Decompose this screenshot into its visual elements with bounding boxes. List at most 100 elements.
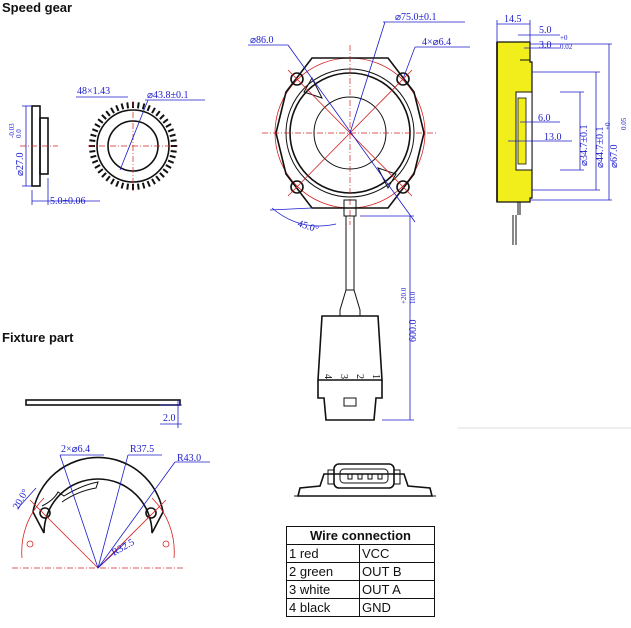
gear-tooth — [120, 103, 125, 110]
connector-pin-3: 3 — [338, 374, 349, 379]
gear-tooth — [97, 118, 104, 124]
gear-tooth — [126, 102, 130, 109]
side-step-tol-lower: 0.02 — [560, 43, 573, 51]
fixture-thickness-dim: 2.0 — [163, 413, 176, 424]
gear-side-view — [20, 105, 100, 205]
wire-signal-cell: VCC — [359, 544, 435, 563]
gear-tooth — [97, 168, 104, 174]
gear-tooth — [110, 107, 115, 114]
gear-tooth — [101, 114, 107, 120]
fixture-angle-dim: 20.0° — [11, 487, 31, 511]
side-d3-dim: ⌀67.0 — [609, 144, 620, 168]
section-title-speed-gear: Speed gear — [2, 0, 73, 15]
gear-tooth — [136, 183, 140, 190]
cable-tol-lower: 10.0 — [409, 291, 417, 304]
wire-table-title: Wire connection — [286, 526, 435, 545]
connector-end-view — [294, 463, 436, 497]
fixture-r-mid-dim: R37.5 — [130, 444, 154, 455]
gear-tooth — [89, 149, 96, 153]
side-total-dim: 14.5 — [504, 14, 522, 25]
fixture-arc-plate — [12, 454, 210, 569]
wire-color-cell: 4 black — [286, 598, 360, 617]
gear-tooth — [94, 164, 101, 169]
gear-tooth — [146, 180, 151, 188]
mount-hole-tr — [396, 72, 410, 86]
gear-teeth-dim: 48×1.43 — [77, 86, 110, 97]
table-row: 4 black GND — [286, 598, 435, 617]
gear-tooth — [165, 164, 172, 169]
gear-tooth — [120, 182, 125, 189]
gear-tooth — [89, 139, 96, 143]
fixture-r-outer-dim: R43.0 — [177, 453, 201, 464]
gear-tooth — [162, 118, 169, 124]
gear-tooth — [115, 104, 120, 112]
gear-width-dim: 5.0±0.06 — [50, 196, 86, 207]
side-flange-dim: 5.0 — [539, 25, 552, 36]
side-d2-dim: ⌀44.7±0.1 — [595, 126, 606, 168]
wire-signal-cell: GND — [359, 598, 435, 617]
gear-tooth — [170, 139, 177, 143]
gear-tooth — [126, 183, 130, 190]
wire-color-cell: 3 white — [286, 580, 360, 599]
gear-tooth — [90, 154, 97, 159]
gear-tooth — [90, 133, 97, 138]
sensor-bolt-circle-dim: ⌀75.0±0.1 — [395, 12, 437, 23]
gear-tooth — [101, 172, 107, 178]
gear-tooth — [165, 123, 172, 128]
wire-signal-cell: OUT A — [359, 580, 435, 599]
sensor-holes-dim: 4×⌀6.4 — [422, 37, 451, 48]
mount-hole-bl — [290, 180, 304, 194]
gear-outer-tol-upper: -0.03 — [8, 123, 16, 138]
side-d3-tol-upper: +0 — [604, 122, 612, 130]
side-body-depth-dim: 13.0 — [544, 132, 562, 143]
gear-front-view — [76, 96, 205, 191]
gear-tooth — [146, 104, 151, 112]
side-step-tol-upper: +0 — [560, 34, 568, 42]
gear-tooth — [159, 172, 165, 178]
connector-pin-4: 4 — [322, 374, 333, 379]
gear-bore-dim: ⌀43.8±0.1 — [147, 90, 189, 101]
gear-tooth — [170, 149, 177, 153]
gear-tooth — [167, 128, 175, 133]
fixture-r-inner-dim: R32.5 — [110, 537, 136, 559]
fixture-holes-dim: 2×⌀6.4 — [61, 444, 90, 455]
gear-tooth — [169, 154, 176, 159]
cable-length-dim: 600.0 — [408, 320, 419, 343]
fixture-strip — [25, 399, 182, 428]
fixture-hole-right — [145, 507, 157, 519]
mount-hole-br — [396, 180, 410, 194]
gear-tooth — [91, 159, 99, 164]
gear-tooth — [169, 133, 176, 138]
gear-outer-dia-dim: ⌀27.0 — [15, 152, 26, 176]
gear-tooth — [105, 110, 111, 117]
sensor-angle-dim: 45.0° — [296, 218, 320, 235]
sensor-outer-dim: ⌀86.0 — [250, 35, 274, 46]
gear-tooth — [155, 110, 161, 117]
gear-outer-tol-lower: 0.0 — [15, 129, 23, 138]
side-inner-depth-dim: 6.0 — [538, 113, 551, 124]
connector-housing — [317, 315, 383, 381]
wire-color-cell: 1 red — [286, 544, 360, 563]
gear-tooth — [167, 159, 175, 164]
section-title-fixture-part: Fixture part — [2, 330, 74, 345]
gear-tooth — [159, 114, 165, 120]
sensor-side-view — [496, 20, 612, 245]
table-row: 2 green OUT B — [286, 562, 435, 581]
gear-tooth — [136, 102, 140, 109]
mount-hole-tl — [290, 72, 304, 86]
gear-tooth — [151, 107, 156, 114]
table-row: 1 red VCC — [286, 544, 435, 563]
fixture-hole-left — [39, 507, 51, 519]
sensor-front-view — [248, 21, 470, 421]
connector-pin-2: 2 — [354, 374, 365, 379]
connector-pin-1: 1 — [370, 374, 381, 379]
wire-signal-cell: OUT B — [359, 562, 435, 581]
gear-tooth — [91, 128, 99, 133]
gear-tooth — [115, 180, 120, 188]
gear-tooth — [141, 103, 146, 110]
gear-tooth — [162, 168, 169, 174]
side-d3-tol-lower: 0.05 — [620, 117, 628, 130]
gear-tooth — [105, 175, 111, 182]
gear-tooth — [151, 178, 156, 185]
